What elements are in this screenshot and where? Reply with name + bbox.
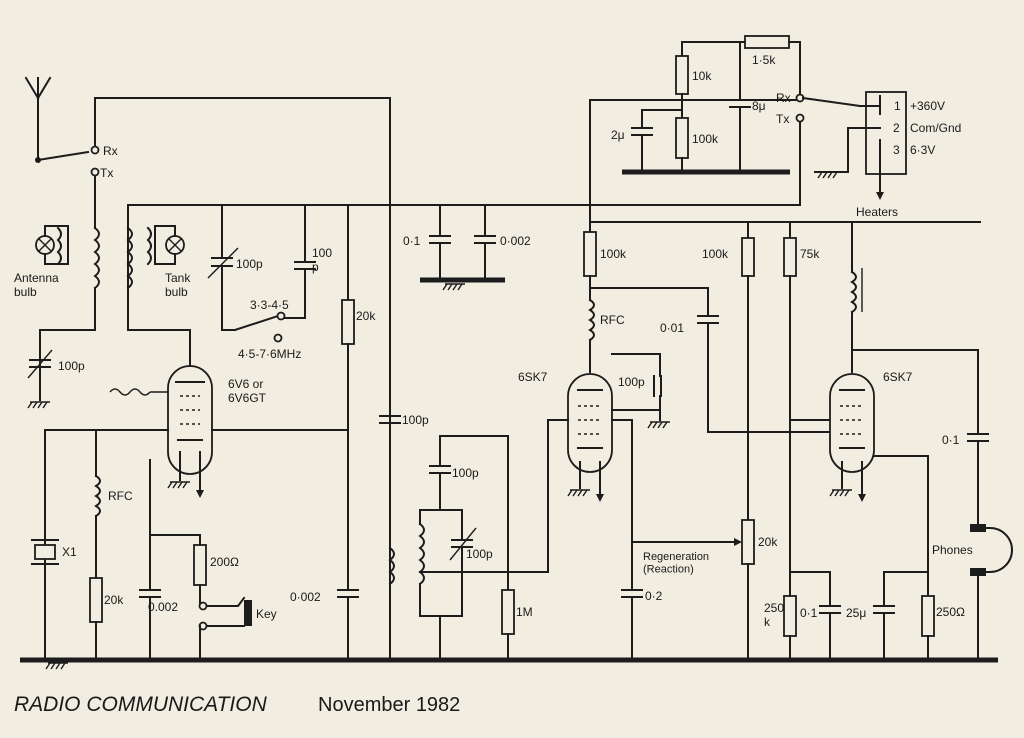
label-r-10k: 10k: [692, 69, 712, 83]
tube-6sk7-detector: [567, 373, 613, 502]
label-c-0002-b: 0·002: [290, 590, 321, 604]
label-c-001: 0·01: [660, 321, 684, 335]
label-c-100p-c: 100p: [452, 466, 479, 480]
label-tube2: 6SK7: [518, 370, 548, 384]
label-band-45-76: 4·5-7·6MHz: [238, 347, 301, 361]
label-pot-20k: 20k: [758, 535, 778, 549]
label-r-100k-a: 100k: [600, 247, 627, 261]
label-c-01-b: 0·1: [942, 433, 960, 447]
label-v63: 6·3V: [910, 143, 935, 157]
label-c-8u: 8μ: [752, 99, 766, 113]
label-com-gnd: Com/Gnd: [910, 121, 961, 135]
label-c-01-c: 0·1: [800, 606, 818, 620]
label-key: Key: [256, 607, 277, 621]
label-c-100p-var-tank: 100p: [236, 257, 263, 271]
label-tx-ant: Tx: [100, 166, 113, 180]
label-r-1m: 1M: [516, 605, 533, 619]
label-r-200ohm: 200Ω: [210, 555, 239, 569]
label-pin2: 2: [893, 121, 900, 135]
tank-bulb: [146, 225, 185, 266]
footer-publication: RADIO COMMUNICATION: [14, 693, 268, 716]
label-rfc2: RFC: [600, 313, 625, 327]
label-x1: X1: [62, 545, 77, 559]
label-rx-ant: Rx: [103, 144, 118, 158]
label-tube3: 6SK7: [883, 370, 913, 384]
label-heaters: Heaters: [856, 205, 898, 219]
phones: [970, 524, 1013, 576]
label-c-25u: 25μ: [846, 606, 866, 620]
label-c-0002-a: 0.002: [148, 600, 178, 614]
label-band-3-45: 3·3-4·5: [250, 298, 289, 312]
label-c-100p-b: 100p: [618, 375, 645, 389]
label-r-20k-a: 20k: [104, 593, 124, 607]
label-rx-ps: Rx: [776, 91, 791, 105]
label-r-100k-c: 100k: [692, 132, 719, 146]
label-v360: +360V: [910, 99, 945, 113]
tube-6sk7-audio: [829, 373, 875, 502]
label-c-01-a: 0·1: [403, 234, 421, 248]
antenna-bulb: [35, 225, 69, 266]
label-c-2u: 2μ: [611, 128, 625, 142]
label-r-250ohm: 250Ω: [936, 605, 965, 619]
footer-date: November 1982: [318, 694, 460, 716]
label-c-02: 0·2: [645, 589, 663, 603]
label-c-100p-d: 100p: [466, 547, 493, 561]
label-pin1: 1: [894, 99, 901, 113]
label-c-100p-mid: 100p: [402, 413, 429, 427]
label-tx-ps: Tx: [776, 112, 789, 126]
label-pin3: 3: [893, 143, 900, 157]
power-connector: [847, 91, 907, 175]
label-r-100k-b: 100k: [702, 247, 729, 261]
label-r-75k: 75k: [800, 247, 820, 261]
label-rfc1: RFC: [108, 489, 133, 503]
label-regeneration: Regeneration(Reaction): [643, 551, 709, 576]
label-c-100p-ant: 100p: [58, 359, 85, 373]
label-r-20k-b: 20k: [356, 309, 376, 323]
label-c-0002-c: 0·002: [500, 234, 531, 248]
antenna: [24, 76, 90, 163]
label-phones: Phones: [932, 543, 973, 557]
label-r-15k: 1·5k: [752, 53, 776, 67]
tube-6v6: [109, 329, 213, 498]
